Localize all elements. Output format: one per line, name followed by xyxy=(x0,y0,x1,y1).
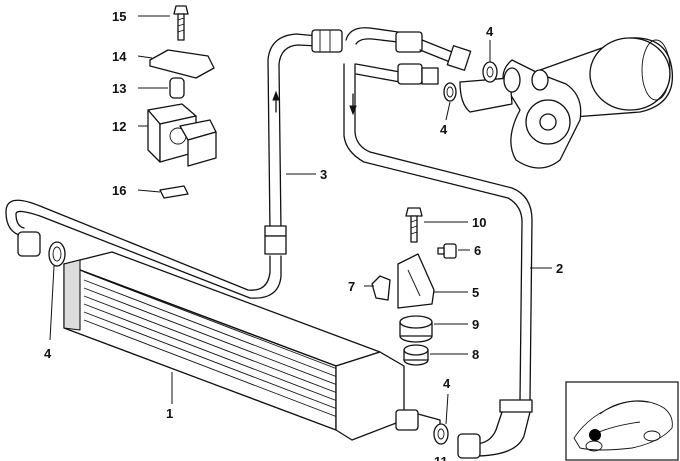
callout-16: 16 xyxy=(112,183,126,198)
callout-6: 6 xyxy=(474,243,481,258)
hose-3-nut xyxy=(17,231,41,257)
sleeve-13 xyxy=(169,77,185,99)
hose-3 xyxy=(5,33,319,299)
callout-13: 13 xyxy=(112,81,126,96)
hose-2-nut xyxy=(457,433,481,459)
pump-fittings xyxy=(311,29,472,85)
bush-8 xyxy=(403,344,429,366)
callout-12: 12 xyxy=(112,119,126,134)
callout-3: 3 xyxy=(320,167,327,182)
callout-5: 5 xyxy=(472,285,479,300)
callout-11: 11 xyxy=(434,454,448,461)
callout-4-top: 4 xyxy=(486,24,494,39)
bracket-5 xyxy=(397,253,435,309)
clamp-body-12 xyxy=(147,103,217,167)
oil-cooler xyxy=(63,251,441,441)
pump-assembly xyxy=(459,37,674,169)
callout-7: 7 xyxy=(348,279,355,294)
callout-14: 14 xyxy=(112,49,127,64)
pump-inlet xyxy=(459,77,513,113)
leader-lines xyxy=(49,15,552,425)
clip-16 xyxy=(159,185,189,199)
callout-4-left: 4 xyxy=(44,346,52,361)
callout-2: 2 xyxy=(556,261,563,276)
location-marker-icon xyxy=(589,429,601,441)
callout-15: 15 xyxy=(112,9,126,24)
callout-9: 9 xyxy=(472,317,479,332)
callout-10: 10 xyxy=(472,215,486,230)
hose-2 xyxy=(343,27,533,459)
flow-arrow-up-icon xyxy=(272,90,280,101)
cooler-outlet xyxy=(395,409,419,431)
screw-15 xyxy=(173,5,189,41)
clip-7 xyxy=(371,275,391,301)
clamp-cap-14 xyxy=(149,49,215,79)
callout-4-bottom: 4 xyxy=(443,376,451,391)
bolt-6 xyxy=(437,243,457,259)
callout-labels: 15 14 13 12 16 3 4 4 4 4 10 6 7 5 9 8 2 … xyxy=(44,9,563,461)
fitting-top-right xyxy=(395,31,423,53)
washer-bottom xyxy=(433,423,449,445)
nut-mid xyxy=(421,67,439,85)
washer-top xyxy=(482,61,498,83)
cooler-end-tank xyxy=(335,351,405,441)
hose-3-crimp-lower xyxy=(264,225,287,237)
callout-4-mid: 4 xyxy=(440,122,448,137)
washer-mid xyxy=(443,82,457,102)
callout-8: 8 xyxy=(472,347,479,362)
hose-2-crimp xyxy=(499,399,533,413)
washer-left xyxy=(48,241,66,267)
fitting-top-left xyxy=(311,29,343,53)
callout-1: 1 xyxy=(166,406,173,421)
fitting-mid xyxy=(397,63,423,85)
hose-3-fitting-lower xyxy=(264,235,287,255)
nut-upper xyxy=(446,45,472,71)
bolt-10 xyxy=(405,207,423,243)
vehicle-locator-thumbnail xyxy=(565,381,679,461)
grommet-9 xyxy=(399,315,433,343)
